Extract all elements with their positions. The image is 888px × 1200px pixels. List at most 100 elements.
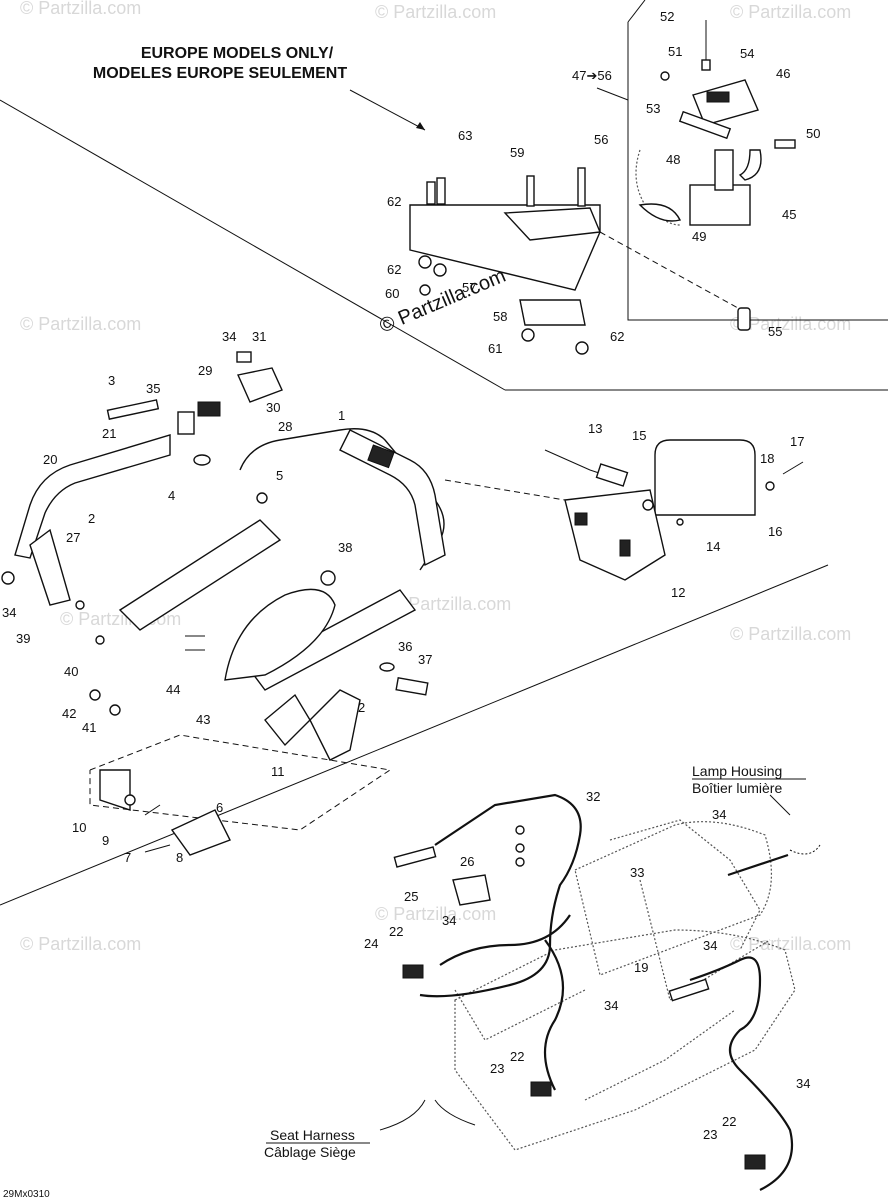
callout-37: 35: [146, 381, 160, 396]
callout-9: 9: [102, 833, 109, 848]
side-plate: [309, 689, 361, 761]
hitch-plate: [689, 184, 751, 226]
washer: [765, 481, 775, 491]
lamp-housing-label: Lamp Housing: [692, 763, 782, 779]
callout-20: 20: [43, 452, 57, 467]
watermark: © Partzilla.com: [375, 2, 496, 22]
callout-24: 24: [364, 936, 378, 951]
label-plate: [706, 91, 730, 103]
callout-2: 2: [88, 511, 95, 526]
callout-34: 34: [703, 938, 717, 953]
callout-26: 26: [460, 854, 474, 869]
bolt: [774, 139, 796, 149]
header-line-1: EUROPE MODELS ONLY/: [141, 45, 334, 62]
side-plate: [29, 528, 71, 606]
page-header: EUROPE MODELS ONLY/ MODELES EUROPE SEULE…: [93, 45, 426, 131]
callout-40: 38: [338, 540, 352, 555]
callout-56: 54: [740, 46, 754, 61]
callout-63: 62: [387, 262, 401, 277]
callout-60: 58: [493, 309, 507, 324]
callout-58: 56: [594, 132, 608, 147]
nut: [419, 284, 431, 296]
switch: [452, 874, 491, 906]
callout-65: 63: [458, 128, 472, 143]
connector: [402, 964, 424, 979]
europe-hitch-group: [409, 20, 796, 355]
cover: [177, 411, 195, 435]
hitch-hook: [738, 149, 762, 181]
backing-plate: [519, 299, 586, 326]
seat-harness-label: Seat Harness: [270, 1127, 355, 1143]
frame-group: [1, 351, 446, 761]
nut: [660, 71, 670, 81]
bolt: [526, 175, 535, 207]
callout-12: 12: [671, 585, 685, 600]
grab-handle: [14, 434, 171, 559]
clip-pin: [701, 59, 711, 71]
connector-boot: [393, 846, 437, 868]
washer: [379, 662, 395, 672]
callout-35: 34: [222, 329, 236, 344]
watermark: © Partzilla.com: [730, 2, 851, 22]
lamp-housing-label-fr: Boîtier lumière: [692, 780, 782, 796]
hitch-pin: [714, 149, 734, 191]
watermark: © Partzilla.com: [20, 0, 141, 18]
mount-bracket: [264, 693, 311, 747]
clip: [638, 203, 682, 222]
callout-52: 50: [806, 126, 820, 141]
cap: [236, 351, 252, 363]
end-cap: [1, 571, 15, 585]
callout-57: 55: [768, 324, 782, 339]
section-dividers: [0, 0, 888, 906]
callout-4: 4: [168, 488, 175, 503]
bracket: [99, 769, 131, 811]
watermark: © Partzilla.com: [20, 934, 141, 954]
callout-30: 30: [266, 400, 280, 415]
socket: [619, 539, 631, 557]
callout-6: 6: [216, 800, 223, 815]
callout-42: 40: [64, 664, 78, 679]
callout-numbers: 1 2 2 3 4 5 6 7 8 9 10 11 12 13 14 15 16…: [2, 9, 820, 1142]
callout-36: 34: [2, 605, 16, 620]
sleeve: [737, 307, 751, 331]
bulb-socket: [595, 463, 629, 487]
callout-16: 16: [768, 524, 782, 539]
bolt: [577, 167, 586, 207]
watermark: © Partzilla.com: [375, 904, 496, 924]
section-labels: 47➔56 Lamp Housing Boîtier lumière Seat …: [3, 68, 806, 1200]
nut: [256, 492, 268, 504]
screw: [676, 518, 684, 526]
callout-34: 34: [712, 807, 726, 822]
connector: [530, 1081, 552, 1097]
callout-17: 17: [790, 434, 804, 449]
watermark: © Partzilla.com: [730, 624, 851, 644]
wiring-group: [379, 793, 821, 1191]
lamp-cutout: [367, 444, 395, 469]
washer: [89, 689, 101, 701]
callout-21: 21: [102, 426, 116, 441]
bulb: [642, 499, 654, 511]
lamp-housing: [564, 489, 666, 581]
callout-54: 52: [660, 9, 674, 24]
washer: [433, 263, 447, 277]
bolt-head: [95, 635, 105, 645]
callout-51: 49: [692, 229, 706, 244]
watermark: © Partzilla.com: [730, 934, 851, 954]
nut: [320, 570, 336, 586]
washer: [418, 255, 432, 269]
terminal: [515, 825, 525, 835]
switch-housing: [237, 367, 283, 403]
header-line-2: MODELES EUROPE SEULEMENT: [93, 65, 347, 82]
lamp-lens: [654, 439, 756, 516]
callout-19: 19: [634, 960, 648, 975]
socket: [574, 512, 588, 526]
connector: [744, 1154, 766, 1170]
callout-2: 2: [358, 700, 365, 715]
callout-8: 8: [176, 850, 183, 865]
callout-range: 47➔56: [572, 68, 612, 83]
callout-53: 51: [668, 44, 682, 59]
callout-41: 39: [16, 631, 30, 646]
callout-59: 57: [462, 280, 476, 295]
side-rail: [118, 519, 282, 631]
diagram-code: 29Mx0310: [3, 1189, 50, 1200]
